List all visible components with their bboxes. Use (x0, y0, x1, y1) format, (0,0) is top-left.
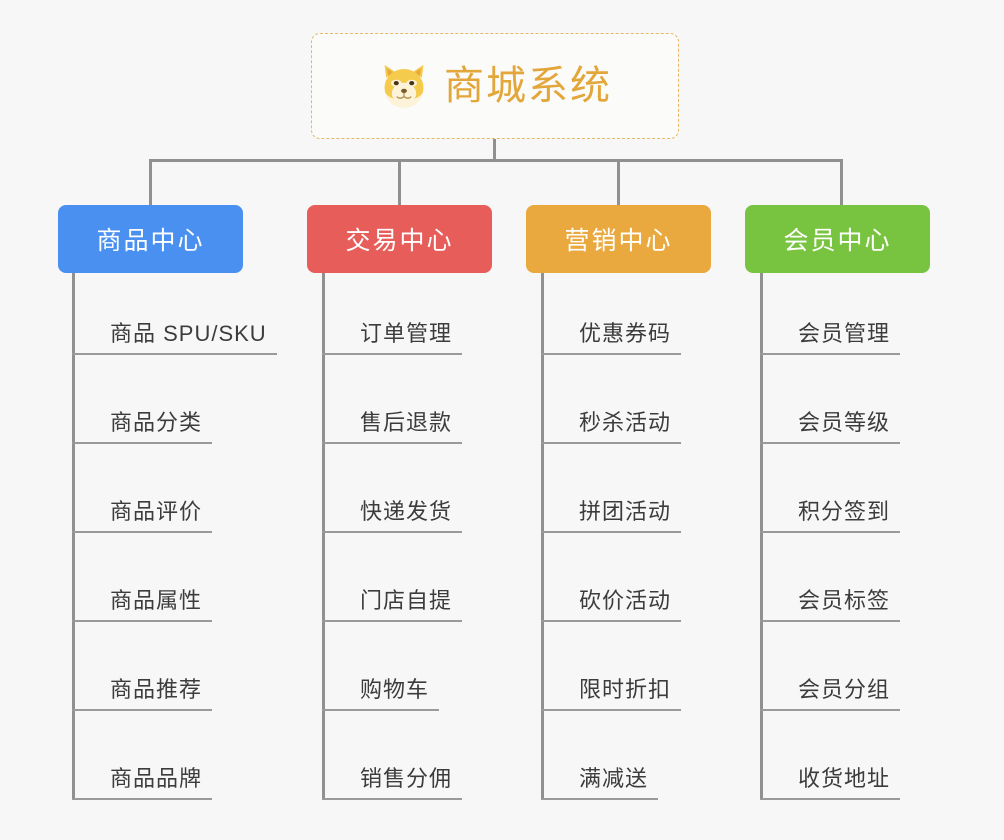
leaf-item[interactable]: 购物车 (322, 622, 440, 711)
leaf-item-label: 会员标签 (760, 588, 901, 622)
leaf-item-label: 购物车 (322, 677, 440, 711)
connector-root-stem (493, 139, 496, 161)
branch-spine (760, 273, 763, 800)
leaf-item[interactable]: 拼团活动 (541, 444, 682, 533)
leaf-item[interactable]: 秒杀活动 (541, 355, 682, 444)
category-label: 会员中心 (783, 227, 892, 255)
leaf-item-label: 门店自提 (322, 588, 463, 622)
leaf-item[interactable]: 商品推荐 (72, 622, 213, 711)
leaf-item-label: 砍价活动 (541, 588, 682, 622)
leaf-item-label: 收货地址 (760, 766, 901, 800)
leaf-item-label: 销售分佣 (322, 766, 463, 800)
leaf-item[interactable]: 门店自提 (322, 533, 463, 622)
leaf-item[interactable]: 满减送 (541, 711, 659, 800)
leaf-item[interactable]: 售后退款 (322, 355, 463, 444)
leaf-item[interactable]: 商品 SPU/SKU (72, 266, 277, 355)
leaf-item-label: 商品推荐 (72, 677, 213, 711)
leaf-item[interactable]: 会员管理 (760, 266, 901, 355)
leaf-item-label: 拼团活动 (541, 499, 682, 533)
category-box-product-center[interactable]: 商品中心 (58, 205, 243, 273)
leaf-item-label: 快递发货 (322, 499, 463, 533)
connector-drop-marketing-center (617, 159, 620, 205)
category-label: 交易中心 (345, 227, 454, 255)
shiba-dog-face-icon (384, 64, 424, 108)
leaf-item-label: 会员等级 (760, 410, 901, 444)
category-box-marketing-center[interactable]: 营销中心 (526, 205, 711, 273)
leaf-item[interactable]: 限时折扣 (541, 622, 682, 711)
leaf-item-label: 商品 SPU/SKU (72, 321, 277, 355)
branch-spine (541, 273, 544, 800)
connector-horizontal-bus (149, 159, 843, 162)
category-box-trade-center[interactable]: 交易中心 (307, 205, 492, 273)
leaf-item-label: 满减送 (541, 766, 659, 800)
leaf-item-label: 会员管理 (760, 321, 901, 355)
leaf-item[interactable]: 商品属性 (72, 533, 213, 622)
leaf-item-label: 优惠券码 (541, 321, 682, 355)
branch-spine (72, 273, 75, 800)
leaf-item[interactable]: 销售分佣 (322, 711, 463, 800)
leaf-item-label: 商品属性 (72, 588, 213, 622)
leaf-item-label: 商品品牌 (72, 766, 213, 800)
leaf-item-label: 订单管理 (322, 321, 463, 355)
leaf-item-label: 商品分类 (72, 410, 213, 444)
category-label: 营销中心 (564, 227, 673, 255)
leaf-item[interactable]: 积分签到 (760, 444, 901, 533)
leaf-item[interactable]: 商品评价 (72, 444, 213, 533)
branch-spine (322, 273, 325, 800)
leaf-item-label: 积分签到 (760, 499, 901, 533)
leaf-item[interactable]: 会员等级 (760, 355, 901, 444)
leaf-item-label: 会员分组 (760, 677, 901, 711)
leaf-item[interactable]: 会员分组 (760, 622, 901, 711)
connector-drop-member-center (840, 159, 843, 205)
category-label: 商品中心 (96, 227, 205, 255)
leaf-item-label: 秒杀活动 (541, 410, 682, 444)
root-node[interactable]: 商城系统 (311, 33, 679, 139)
leaf-item[interactable]: 收货地址 (760, 711, 901, 800)
leaf-item-label: 限时折扣 (541, 677, 682, 711)
leaf-item[interactable]: 快递发货 (322, 444, 463, 533)
leaf-item[interactable]: 优惠券码 (541, 266, 682, 355)
leaf-item-label: 商品评价 (72, 499, 213, 533)
root-title: 商城系统 (444, 64, 612, 108)
connector-drop-trade-center (398, 159, 401, 205)
leaf-item[interactable]: 会员标签 (760, 533, 901, 622)
leaf-item[interactable]: 商品品牌 (72, 711, 213, 800)
connector-drop-product-center (149, 159, 152, 205)
category-box-member-center[interactable]: 会员中心 (745, 205, 930, 273)
leaf-item-label: 售后退款 (322, 410, 463, 444)
leaf-item[interactable]: 订单管理 (322, 266, 463, 355)
leaf-item[interactable]: 砍价活动 (541, 533, 682, 622)
leaf-item[interactable]: 商品分类 (72, 355, 213, 444)
